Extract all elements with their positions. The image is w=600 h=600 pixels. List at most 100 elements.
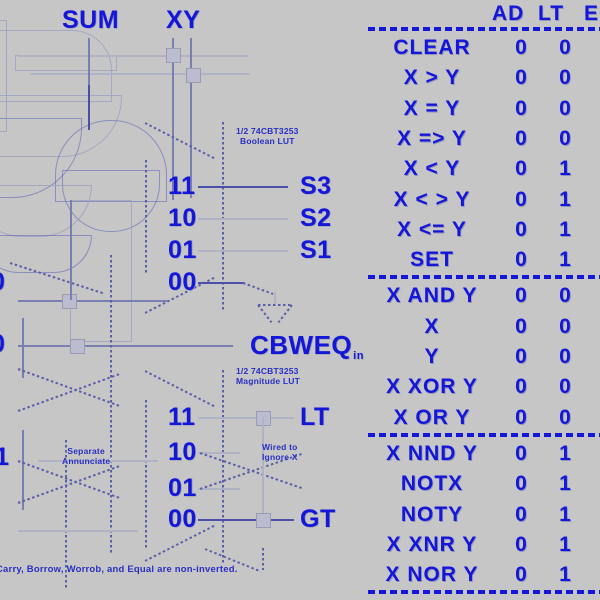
note-magnitude-lut-line1: 1/2 74CBT3253 — [236, 366, 299, 376]
note-separate-annunciate: Separate Annunciate — [62, 446, 110, 466]
table-row: X > Y000 — [362, 66, 600, 96]
wire-top-bus-1 — [18, 55, 248, 57]
label-sum: SUM — [62, 6, 120, 34]
table-row: Y000 — [362, 345, 600, 375]
ghost-shape-7 — [70, 200, 132, 342]
table-row: CLEAR000 — [362, 36, 600, 66]
boolean-select-01: 01 — [168, 236, 197, 264]
table-row: X XNR Y011 — [362, 533, 600, 563]
wire-s0-down — [274, 292, 276, 304]
table-row: X OR Y000 — [362, 406, 600, 436]
pad-cbweq-a — [62, 294, 77, 309]
table-row-label: X => Y — [397, 126, 467, 150]
table-cell-lt: 0 — [559, 36, 571, 59]
table-cell-ad: 0 — [515, 532, 527, 556]
table-cell-ad: 0 — [515, 126, 527, 150]
table-cell-eq: 0 — [596, 284, 600, 308]
tristate-left — [257, 304, 273, 323]
table-cell-eq: 1 — [596, 218, 600, 242]
magnitude-mux-left-edge — [145, 400, 147, 550]
table-cell-lt: 1 — [559, 472, 571, 496]
table-row: X NND Y011 — [362, 442, 600, 472]
table-cell-ad: 0 — [515, 248, 527, 272]
table-row-label: X NND Y — [386, 441, 478, 465]
wire-xy-drop-b — [190, 38, 192, 198]
table-cell-eq: 0 — [596, 188, 600, 212]
ghost-shape-1 — [0, 30, 112, 102]
boolean-output-s2: S2 — [300, 204, 332, 232]
wire-sum-drop-strong — [88, 85, 90, 130]
tristate-top — [258, 304, 292, 306]
note-ignore-x: Wired to Ignore X — [262, 442, 298, 462]
wire-xy-drop-a — [172, 38, 174, 200]
table-cell-ad: 0 — [515, 563, 527, 587]
table-cell-eq: 1 — [596, 248, 600, 272]
table-row: SET 0 1 1 — [362, 248, 600, 278]
table-row-label: X AND Y — [386, 284, 478, 308]
table-row-label: NOTX — [400, 472, 464, 496]
table-cell-lt: 1 — [559, 502, 571, 526]
table-row: NOTX011 — [362, 472, 600, 502]
table-row: X XOR Y000 — [362, 375, 600, 405]
magnitude-select-00: 00 — [168, 505, 197, 533]
table-cell-lt: 1 — [559, 441, 571, 465]
table-cell-ad: 0 — [515, 375, 527, 399]
boolean-mux-left-edge — [145, 160, 147, 275]
table-row-label: X OR Y — [393, 405, 471, 429]
table-cell-eq: 0 — [596, 315, 600, 339]
table-cell-eq: 1 — [596, 533, 600, 557]
note-boolean-lut-line1: 1/2 74CBT3253 — [236, 126, 299, 136]
caret-1-lower — [17, 373, 120, 412]
table-divider — [368, 275, 600, 280]
table-row: X <= Y011 — [362, 218, 600, 248]
table-cell-lt: 0 — [559, 284, 571, 308]
note-boolean-lut-line2: Boolean LUT — [240, 136, 295, 146]
table-cell-lt: 0 — [559, 96, 571, 120]
wire-cbweq-bus — [18, 345, 233, 347]
note-magnitude-lut: 1/2 74CBT3253 Magnitude LUT — [236, 366, 300, 386]
table-header-eq: EQ — [584, 2, 600, 25]
note-separate-line1: Separate — [67, 446, 105, 456]
table-row-label: SET — [410, 248, 454, 272]
table-row: X = Y001 — [362, 97, 600, 127]
table-cell-lt: 1 — [559, 248, 571, 272]
table-cell-lt: 1 — [559, 187, 571, 211]
table-cell-eq: 0 — [596, 345, 600, 369]
schematic-diagram: SUM XY 1/2 74CBT3253 Boolean LUT 11 10 0… — [0, 6, 363, 590]
table-cell-lt: 1 — [559, 563, 571, 587]
table-row-label: X > Y — [403, 66, 461, 90]
wire-cbweq-bus-2 — [18, 300, 168, 302]
note-ignore-x-line1: Wired to — [262, 442, 298, 452]
wire-annunciate-rule-2 — [18, 530, 138, 532]
boolean-output-s1: S1 — [300, 236, 332, 264]
wire-s1 — [198, 250, 288, 252]
edge-digit-1: 1 — [0, 443, 10, 471]
table-cell-ad: 0 — [515, 314, 527, 338]
table-cell-ad: 0 — [515, 187, 527, 211]
table-row: X < > Y010 — [362, 188, 600, 218]
boolean-mux-right-edge — [222, 122, 224, 312]
caret-2-lower — [17, 465, 120, 504]
boolean-select-10: 10 — [168, 204, 197, 232]
table-cell-lt: 0 — [559, 66, 571, 90]
pad-gt — [256, 513, 271, 528]
table-divider — [368, 432, 600, 437]
edge-digit-0-b: 0 — [0, 330, 5, 359]
table-cell-eq: 0 — [596, 375, 600, 399]
table-row: X000 — [362, 315, 600, 345]
table-header-lt: LT — [538, 2, 565, 25]
magnitude-select-11: 11 — [168, 403, 196, 431]
table-cell-lt: 0 — [559, 405, 571, 429]
magnitude-output-gt: GT — [300, 505, 336, 533]
table-cell-ad: 0 — [515, 66, 527, 90]
table-row: NOTY011 — [362, 503, 600, 533]
note-separate-line2: Annunciate — [62, 456, 111, 466]
table-divider — [368, 590, 600, 595]
caret-1-upper — [17, 368, 120, 407]
wire-gt — [198, 519, 294, 521]
table-row-label: X < Y — [403, 157, 461, 181]
pad-cbweq-b — [70, 339, 85, 354]
wire-top-bus-2 — [30, 73, 250, 75]
table-cell-eq: 1 — [596, 503, 600, 527]
